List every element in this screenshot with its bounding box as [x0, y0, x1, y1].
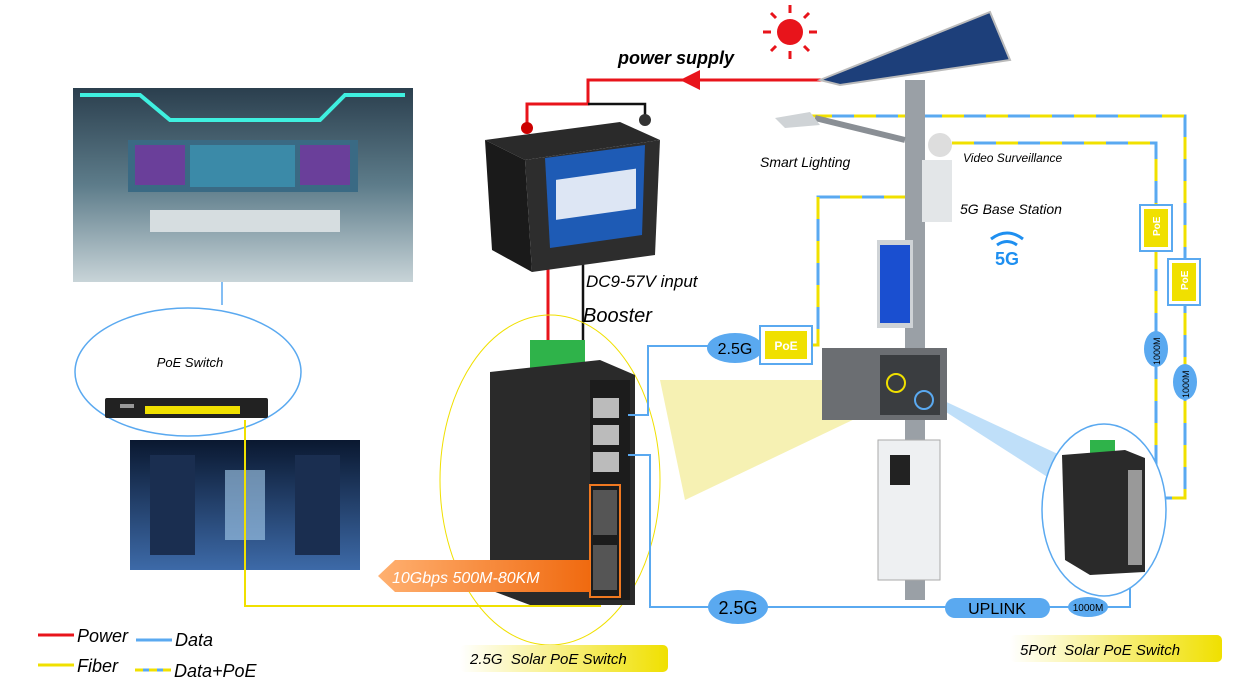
blue-beam	[925, 392, 1060, 485]
legend-data: Data	[175, 630, 213, 650]
product-left-label: 2.5G Solar PoE Switch	[469, 651, 627, 668]
legend: Power Fiber Data Data+PoE	[38, 626, 258, 681]
control-room-image	[73, 88, 413, 282]
dc-input-label: DC9-57V input	[586, 272, 699, 291]
power-arrow	[680, 70, 700, 90]
sun-icon	[763, 5, 817, 59]
wifi-5g-icon	[990, 231, 1024, 247]
link-speed-top: 2.5G	[718, 341, 753, 358]
battery-icon	[485, 114, 660, 272]
poe-port-icon: PoE	[1139, 204, 1173, 252]
fiber-speed-arrow: 10Gbps 500M-80KM	[378, 560, 590, 592]
svg-text:PoE: PoE	[1152, 216, 1163, 236]
video-surveillance-label: Video Surveillance	[963, 151, 1063, 165]
solar-poe-switch-device	[490, 340, 635, 605]
1000m-badge-b: 1000M	[1181, 370, 1191, 398]
5port-switch-device	[1062, 440, 1145, 575]
base-station-label: 5G Base Station	[960, 201, 1062, 217]
1000m-badge-bottom: 1000M	[1073, 603, 1104, 614]
svg-text:PoE: PoE	[1180, 270, 1191, 290]
svg-text:PoE: PoE	[774, 339, 797, 353]
svg-text:10Gbps 500M-80KM: 10Gbps 500M-80KM	[392, 570, 540, 587]
data-line-bottom	[628, 454, 1131, 608]
product-right-label: 5Port Solar PoE Switch	[1020, 642, 1180, 659]
svg-text:5G: 5G	[995, 249, 1019, 269]
poe-port-icon: PoE	[1167, 258, 1201, 306]
smart-lighting-label: Smart Lighting	[760, 154, 850, 170]
street-light-icon	[775, 112, 820, 128]
legend-fiber: Fiber	[77, 656, 119, 676]
switch-icon	[105, 398, 268, 418]
poe-switch-label: PoE Switch	[157, 355, 223, 370]
camera-icon	[928, 133, 952, 157]
legend-data-poe: Data+PoE	[174, 661, 258, 681]
uplink-label: UPLINK	[968, 601, 1026, 618]
smart-pole	[775, 10, 1012, 600]
poe-port-icon: PoE	[759, 325, 813, 365]
legend-power: Power	[77, 626, 129, 646]
link-speed-bottom: 2.5G	[718, 598, 757, 618]
ev-charger-icon	[890, 455, 910, 485]
1000m-badge-a: 1000M	[1152, 337, 1162, 365]
data-line-top	[628, 345, 710, 416]
booster-label: Booster	[583, 305, 653, 327]
power-supply-label: power supply	[617, 48, 735, 68]
